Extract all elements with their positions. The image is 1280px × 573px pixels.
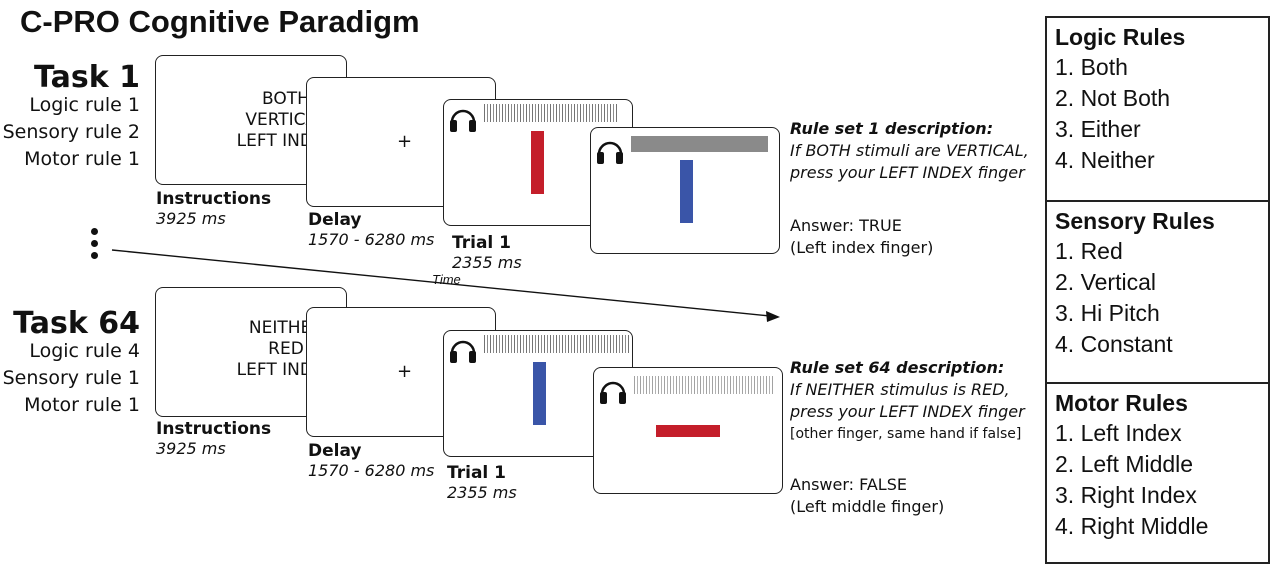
headphones-icon (450, 109, 476, 132)
trial-screen (590, 127, 780, 254)
answer-block: Answer: FALSE (Left middle finger) (790, 474, 944, 518)
task-rule: Sensory rule 1 (2, 367, 140, 389)
instruction-line: BOTH (262, 89, 310, 109)
answer-text: Answer: FALSE (790, 475, 907, 494)
task-title: Task 1 (34, 60, 140, 95)
fixation-cross: + (397, 361, 413, 382)
task-rule: Logic rule 4 (29, 340, 140, 362)
description-title: Rule set 1 description: (790, 119, 994, 138)
fixation-cross: + (397, 131, 413, 152)
instructions-time: 3925 ms (156, 209, 226, 228)
panel-item: 2. Vertical (1055, 269, 1156, 295)
panel-title: Logic Rules (1055, 24, 1186, 50)
panel-item: 3. Right Index (1055, 482, 1197, 508)
audio-waveform-icon (484, 104, 619, 122)
arrow-right-icon (766, 311, 780, 322)
instruction-line: NEITHER (248, 318, 324, 338)
trial-time: 2355 ms (452, 253, 522, 272)
description-line: press your LEFT INDEX finger (790, 163, 1025, 182)
delay-time: 1570 - 6280 ms (308, 230, 435, 249)
answer-text: Answer: TRUE (790, 216, 902, 235)
trial-label: Trial 1 (452, 233, 511, 253)
description-note: [other finger, same hand if false] (790, 426, 1022, 442)
panel-item: 4. Right Middle (1055, 513, 1209, 539)
headphones-icon (450, 340, 476, 363)
description-line: If BOTH stimuli are VERTICAL, (790, 141, 1029, 160)
answer-finger: (Left middle finger) (790, 497, 945, 516)
trial-label: Trial 1 (447, 463, 506, 483)
panel-item: 4. Constant (1055, 331, 1173, 357)
page-title: C-PRO Cognitive Paradigm (20, 4, 420, 39)
panel-item: 1. Left Index (1055, 420, 1182, 446)
delay-label: Delay (308, 441, 362, 461)
audio-waveform-icon (634, 376, 774, 394)
description-line: If NEITHER stimulus is RED, (790, 380, 1010, 399)
red-horizontal-stimulus (656, 425, 720, 437)
instructions-label: Instructions (156, 419, 272, 439)
panel-item: 4. Neither (1055, 147, 1155, 173)
red-vertical-stimulus (531, 131, 544, 194)
rule-set-description: Rule set 1 description: If BOTH stimuli … (790, 118, 1029, 184)
task-rule: Motor rule 1 (24, 148, 140, 170)
motor-rules-panel: Motor Rules 1. Left Index 2. Left Middle… (1045, 382, 1270, 564)
blue-vertical-stimulus (680, 160, 693, 223)
panel-item: 3. Hi Pitch (1055, 300, 1160, 326)
panel-item: 1. Red (1055, 238, 1123, 264)
description-title: Rule set 64 description: (790, 358, 1005, 377)
instructions-label: Instructions (156, 189, 272, 209)
logic-rules-panel: Logic Rules 1. Both 2. Not Both 3. Eithe… (1045, 16, 1270, 202)
answer-block: Answer: TRUE (Left index finger) (790, 215, 933, 259)
panel-title: Motor Rules (1055, 390, 1188, 416)
delay-time: 1570 - 6280 ms (308, 461, 435, 480)
panel-item: 2. Not Both (1055, 85, 1171, 111)
trial-screen (593, 367, 783, 494)
headphones-icon (600, 381, 626, 404)
description-line: press your LEFT INDEX finger (790, 402, 1025, 421)
time-label: Time (432, 272, 461, 287)
task-rule: Motor rule 1 (24, 394, 140, 416)
instructions-time: 3925 ms (156, 439, 226, 458)
panel-title: Sensory Rules (1055, 208, 1215, 234)
blue-vertical-stimulus (533, 362, 546, 425)
audio-waveform-icon (484, 335, 629, 353)
panel-item: 2. Left Middle (1055, 451, 1194, 477)
task-rule: Logic rule 1 (29, 94, 140, 116)
constant-tone-bar (631, 136, 768, 152)
task-rule: Sensory rule 2 (2, 121, 140, 143)
instruction-line: RED (268, 339, 304, 359)
panel-item: 3. Either (1055, 116, 1141, 142)
rule-set-description: Rule set 64 description: If NEITHER stim… (790, 357, 1025, 445)
trial-time: 2355 ms (447, 483, 517, 502)
panel-item: 1. Both (1055, 54, 1128, 80)
sensory-rules-panel: Sensory Rules 1. Red 2. Vertical 3. Hi P… (1045, 200, 1270, 384)
task-title: Task 64 (13, 306, 140, 341)
headphones-icon (597, 141, 623, 164)
answer-finger: (Left index finger) (790, 238, 934, 257)
delay-label: Delay (308, 210, 362, 230)
